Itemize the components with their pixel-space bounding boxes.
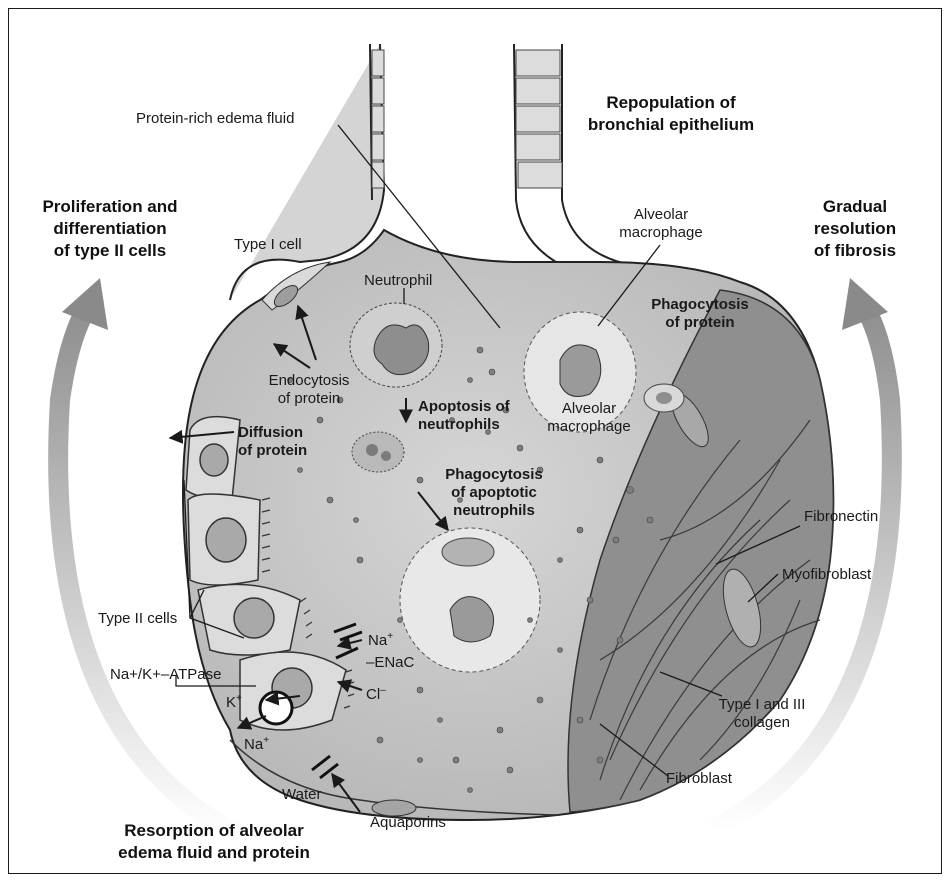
label-apoptosis-line1: Apoptosis of: [418, 398, 510, 416]
label-phagocytosis-protein-line1: Phagocytosis: [640, 296, 760, 314]
label-collagen: Type I and III collagen: [702, 696, 822, 732]
heading-proliferation-line1: Proliferation and: [10, 196, 210, 218]
label-collagen-line2: collagen: [702, 714, 822, 732]
heading-resorption-line2: edema fluid and protein: [84, 842, 344, 864]
label-k-plus: K+: [226, 690, 242, 712]
label-alveolar-macrophage-mid-line1: Alveolar: [534, 400, 644, 418]
label-phagocytosis-apoptotic-line2: of apoptotic: [424, 484, 564, 502]
label-diffusion-line1: Diffusion: [238, 424, 307, 442]
label-na-plus-bottom-text: Na: [244, 736, 263, 753]
label-k-plus-text: K: [226, 694, 236, 711]
label-alveolar-macrophage-top-line2: macrophage: [606, 224, 716, 242]
label-aquaporins: Aquaporins: [370, 814, 446, 832]
heading-resolution-line3: of fibrosis: [780, 240, 930, 262]
label-na-plus-text: Na: [368, 632, 387, 649]
label-phagocytosis-apoptotic-line3: neutrophils: [424, 502, 564, 520]
label-endocytosis-line1: Endocytosis: [254, 372, 364, 390]
label-endocytosis-line2: of protein: [254, 390, 364, 408]
label-enac-text: ENaC: [374, 654, 414, 671]
label-fibronectin: Fibronectin: [804, 508, 878, 526]
label-phagocytosis-apoptotic-line1: Phagocytosis: [424, 466, 564, 484]
label-apoptosis-line2: neutrophils: [418, 416, 510, 434]
heading-resolution-line1: Gradual: [780, 196, 930, 218]
label-alveolar-macrophage-mid-line2: macrophage: [534, 418, 644, 436]
label-edema-fluid: Protein-rich edema fluid: [136, 110, 294, 128]
label-type1-cell: Type I cell: [234, 236, 302, 254]
label-phagocytosis-apoptotic: Phagocytosis of apoptotic neutrophils: [424, 466, 564, 520]
heading-bronchial-line1: Repopulation of: [566, 92, 776, 114]
heading-proliferation-line3: of type II cells: [10, 240, 210, 262]
label-cl-minus: Cl–: [366, 682, 386, 704]
heading-resolution-line2: resolution: [780, 218, 930, 240]
label-na-plus: Na+: [368, 628, 393, 650]
label-fibroblast: Fibroblast: [666, 770, 732, 788]
label-phagocytosis-protein: Phagocytosis of protein: [640, 296, 760, 332]
label-cl-minus-text: Cl: [366, 686, 380, 703]
label-alveolar-macrophage-top-line1: Alveolar: [606, 206, 716, 224]
label-neutrophil: Neutrophil: [364, 272, 432, 290]
label-diffusion: Diffusion of protein: [238, 424, 307, 460]
heading-proliferation: Proliferation and differentiation of typ…: [10, 196, 210, 262]
label-na-plus-bottom: Na+: [244, 732, 269, 754]
heading-proliferation-line2: differentiation: [10, 218, 210, 240]
bronchial-epithelium-cells: [372, 50, 562, 188]
heading-resolution: Gradual resolution of fibrosis: [780, 196, 930, 262]
heading-bronchial: Repopulation of bronchial epithelium: [566, 92, 776, 136]
heading-resorption: Resorption of alveolar edema fluid and p…: [84, 820, 344, 864]
apoptotic-neutrophil: [352, 432, 404, 472]
label-type2-cells: Type II cells: [98, 610, 177, 628]
label-myofibroblast: Myofibroblast: [782, 566, 871, 584]
phagocytosing-macrophage: [400, 528, 540, 672]
label-collagen-line1: Type I and III: [702, 696, 822, 714]
label-water: Water: [282, 786, 321, 804]
label-alveolar-macrophage-top: Alveolar macrophage: [606, 206, 716, 242]
label-diffusion-line2: of protein: [238, 442, 307, 460]
label-atpase: Na+/K+–ATPase: [110, 666, 221, 684]
label-phagocytosis-protein-line2: of protein: [640, 314, 760, 332]
heading-resorption-line1: Resorption of alveolar: [84, 820, 344, 842]
heading-bronchial-line2: bronchial epithelium: [566, 114, 776, 136]
label-alveolar-macrophage-mid: Alveolar macrophage: [534, 400, 644, 436]
label-endocytosis: Endocytosis of protein: [254, 372, 364, 408]
label-enac: –ENaC: [366, 654, 414, 672]
label-apoptosis: Apoptosis of neutrophils: [418, 398, 510, 434]
